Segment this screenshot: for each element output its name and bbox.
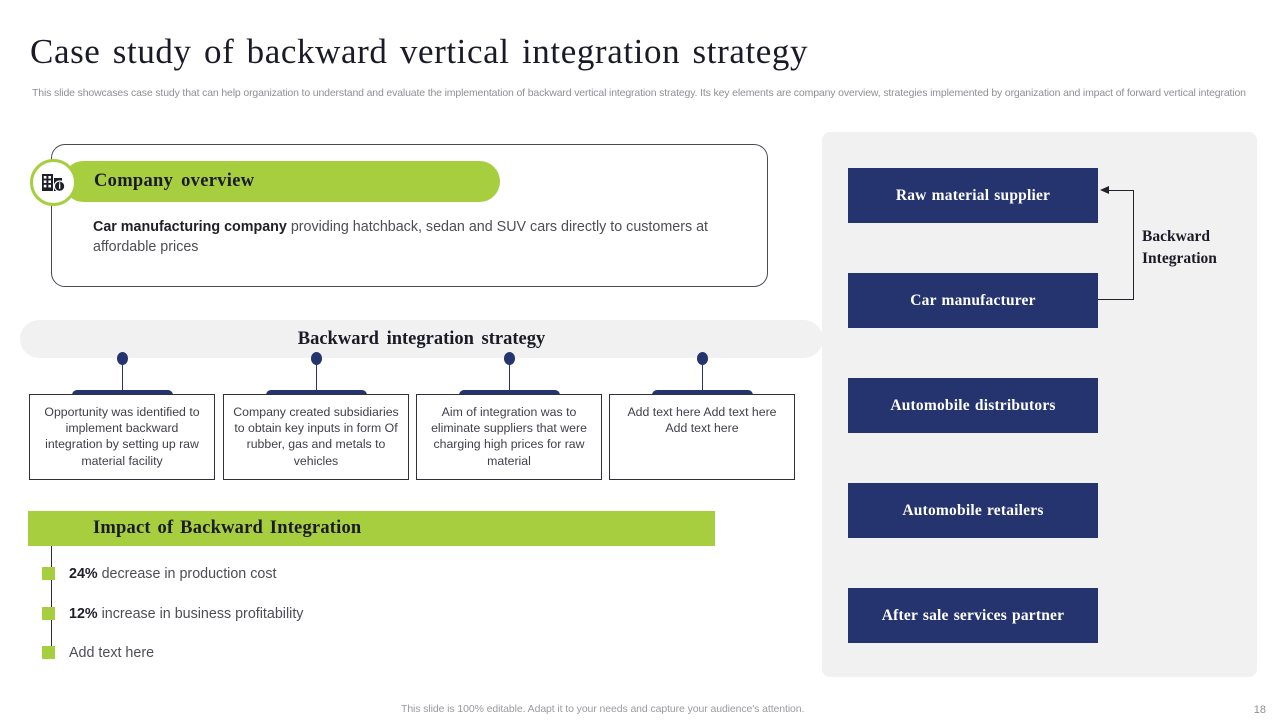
strategy-card-text: Add text here Add text here Add text her… (609, 394, 795, 480)
strategy-connector-line (316, 363, 318, 395)
strategy-marker-dot (117, 352, 128, 365)
impact-spine-line (51, 546, 53, 653)
impact-item-label: Add text here (69, 645, 155, 661)
impact-list-item: 12% increase in business profitability (42, 604, 682, 624)
value-chain-box-label: Automobile distributors (890, 396, 1056, 414)
page-subtitle: This slide showcases case study that can… (32, 87, 1246, 99)
company-overview-pill[interactable]: Company overview (63, 161, 500, 202)
strategy-card-text: Opportunity was identified to implement … (29, 394, 215, 480)
value-chain-box-automobile-distributors[interactable]: Automobile distributors (848, 378, 1098, 433)
page-title: Case study of backward vertical integrat… (30, 32, 809, 71)
company-overview-title: Company overview (94, 171, 255, 191)
value-chain-box-label: Raw material supplier (895, 186, 1051, 204)
company-overview-description-rest: providing hatchback, sedan and SUV cars … (93, 219, 709, 255)
impact-header-title: Impact of Backward Integration (93, 518, 362, 538)
value-chain-box-label: Car manufacturer (910, 291, 1036, 309)
strategy-card-text: Aim of integration was to eliminate supp… (416, 394, 602, 480)
value-chain-box-after-sale-services-partner[interactable]: After sale services partner (848, 588, 1098, 643)
strategy-band: Backward integration strategy (20, 320, 823, 358)
strategy-marker-dot (311, 352, 322, 365)
strategy-card-text: Company created subsidiaries to obtain k… (223, 394, 409, 480)
strategy-marker-dot (697, 352, 708, 365)
impact-item-label: decrease in production cost (97, 566, 277, 582)
arrow-segment-bottom (1098, 298, 1134, 300)
impact-item-text: 24% decrease in production cost (69, 564, 276, 584)
impact-item-value: 24% (69, 566, 98, 582)
backward-integration-annotation: Backward Integration (1142, 228, 1217, 267)
value-chain-box-car-manufacturer[interactable]: Car manufacturer (848, 273, 1098, 328)
impact-list-item: 24% decrease in production cost (42, 564, 682, 584)
impact-bullet-square (42, 646, 55, 659)
strategy-marker-dot (504, 352, 515, 365)
strategy-connector-line (702, 363, 704, 395)
value-chain-box-raw-material-supplier[interactable]: Raw material supplier (848, 168, 1098, 223)
impact-item-text: Add text here (69, 643, 154, 663)
arrow-segment-top (1106, 190, 1134, 192)
impact-bullet-square (42, 567, 55, 580)
value-chain-box-label: Automobile retailers (902, 501, 1044, 519)
company-overview-description-strong: Car manufacturing company (93, 219, 287, 235)
page-number: 18 (1253, 704, 1266, 716)
impact-item-label: increase in business profitability (97, 606, 304, 622)
value-chain-box-automobile-retailers[interactable]: Automobile retailers (848, 483, 1098, 538)
footer-note: This slide is 100% editable. Adapt it to… (401, 703, 805, 715)
impact-list-item: Add text here (42, 643, 682, 663)
strategy-connector-line (122, 363, 124, 395)
arrowhead-icon (1100, 186, 1109, 194)
backward-integration-arrow-icon (1098, 186, 1134, 300)
impact-item-text: 12% increase in business profitability (69, 604, 303, 624)
impact-header-bar: Impact of Backward Integration (28, 511, 715, 546)
strategy-connector-line (509, 363, 511, 395)
arrow-segment-right (1132, 190, 1134, 300)
strategy-band-title: Backward integration strategy (297, 328, 546, 349)
impact-bullet-square (42, 607, 55, 620)
company-overview-description: Car manufacturing company providing hatc… (93, 218, 733, 257)
value-chain-box-label: After sale services partner (881, 606, 1065, 624)
building-info-icon (30, 159, 77, 206)
impact-item-value: 12% (69, 606, 98, 622)
